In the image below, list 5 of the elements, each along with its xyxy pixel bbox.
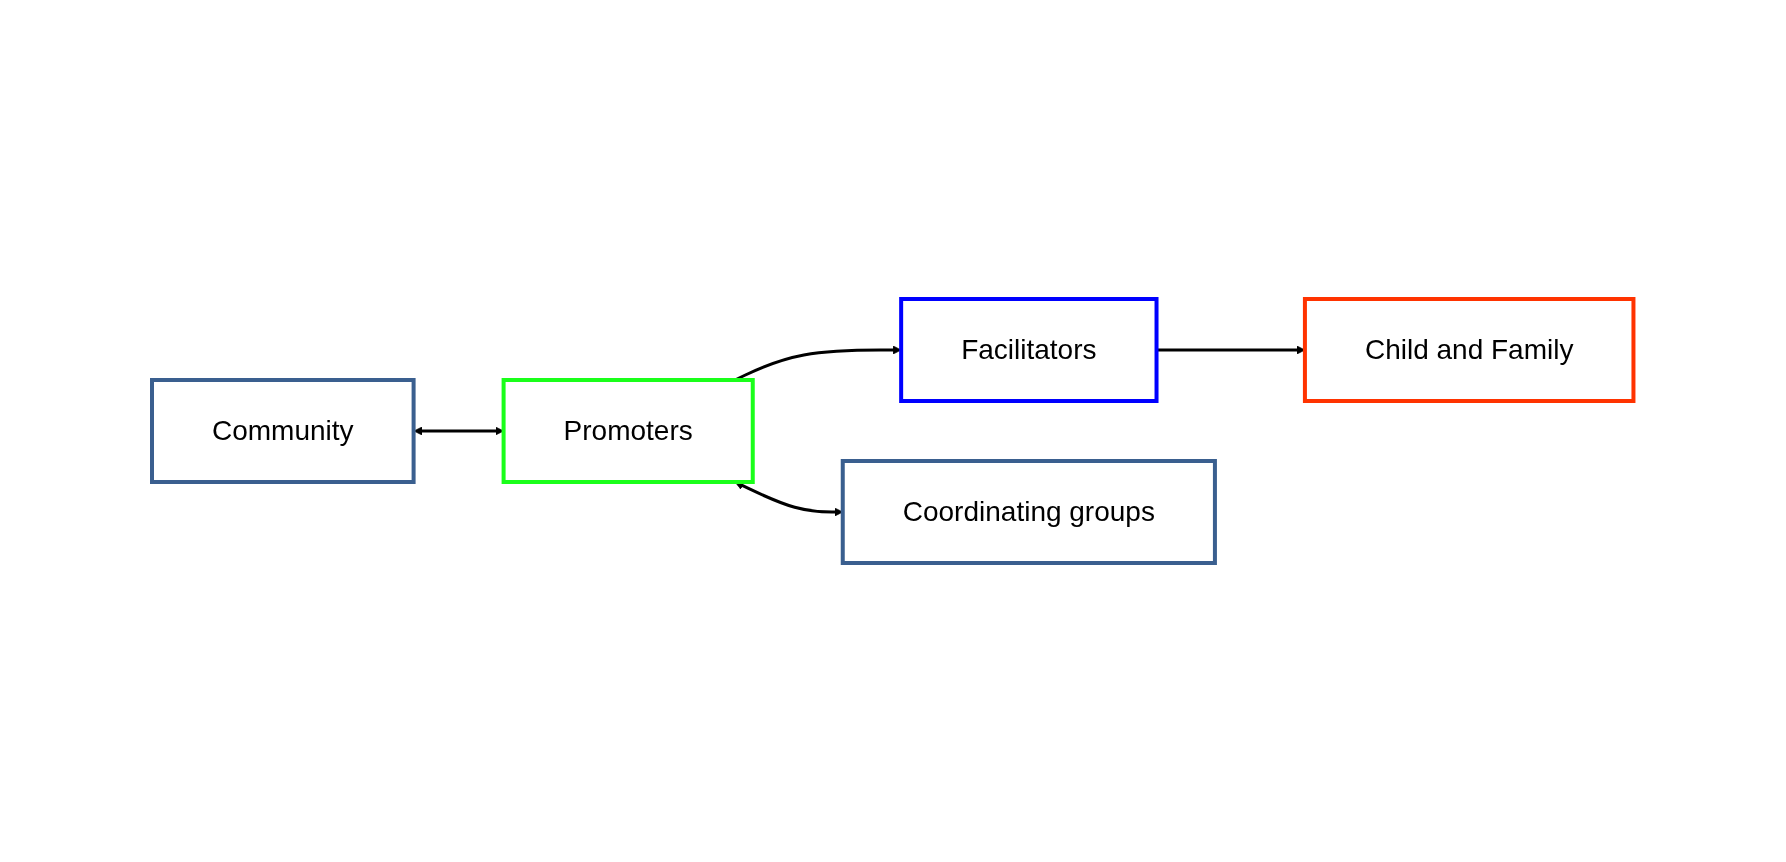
node-box: Child and Family — [1303, 297, 1636, 403]
node-box: Community — [150, 378, 416, 484]
node-box: Facilitators — [899, 297, 1159, 403]
node-box: Promoters — [501, 378, 755, 484]
node-box: Coordinating groups — [841, 459, 1218, 565]
